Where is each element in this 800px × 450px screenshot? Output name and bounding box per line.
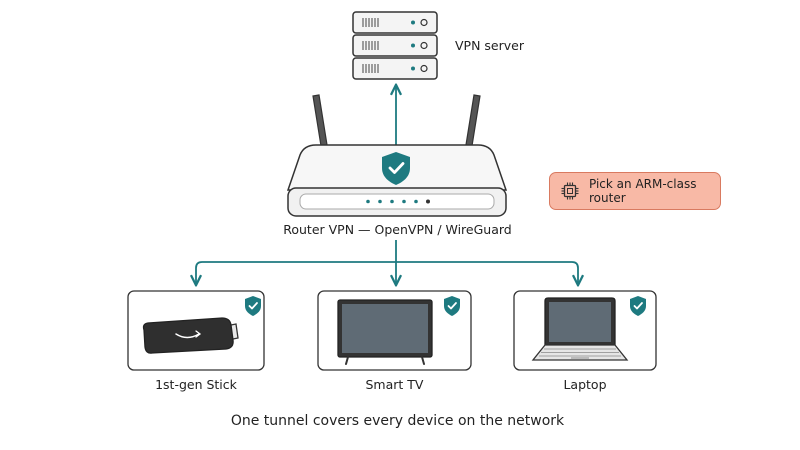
diagram-caption: One tunnel covers every device on the ne… <box>230 413 565 429</box>
tip-text: Pick an ARM-class router <box>589 177 697 205</box>
device-connectors <box>196 240 578 284</box>
router-antenna <box>464 94 481 153</box>
router-antenna <box>312 94 329 153</box>
smart-tv-icon <box>337 299 433 365</box>
tv-label: Smart TV <box>365 377 424 392</box>
device-card-stick <box>127 290 265 371</box>
streaming-stick-icon <box>142 317 239 354</box>
vpn-server-label: VPN server <box>455 38 524 53</box>
cpu-chip-icon <box>561 182 579 200</box>
stick-label: 1st-gen Stick <box>155 377 237 392</box>
server-unit <box>352 34 438 57</box>
device-card-laptop <box>513 290 657 371</box>
device-card-tv <box>317 290 472 371</box>
server-unit <box>352 57 438 80</box>
laptop-label: Laptop <box>563 377 607 392</box>
tip-badge: Pick an ARM-class router <box>549 172 721 210</box>
router-icon <box>286 94 508 217</box>
router-label: Router VPN — OpenVPN / WireGuard <box>283 222 512 237</box>
shield-check-icon <box>382 152 410 185</box>
router-status-leds <box>366 199 430 204</box>
vpn-server-icon <box>352 11 438 80</box>
server-unit <box>352 11 438 34</box>
laptop-icon <box>531 297 629 361</box>
